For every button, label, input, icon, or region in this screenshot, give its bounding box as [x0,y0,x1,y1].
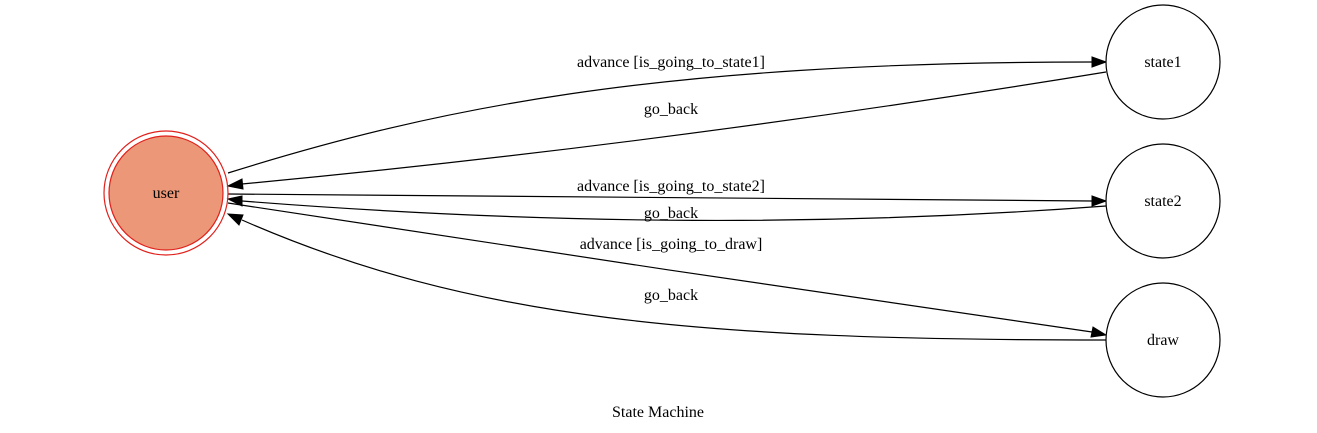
node-user: user [103,130,229,256]
node-state2-circle [1105,143,1221,259]
edge-label-state2-to-user: go_back [644,205,698,222]
edge-user-to-state2 [227,193,1093,202]
edges [226,56,1108,341]
node-draw-circle [1105,282,1221,398]
edge-label-state1-to-user: go_back [644,101,698,118]
node-state1: state1 [1105,4,1221,120]
node-state1-circle [1105,4,1221,120]
edge-draw-to-user-arrowhead [226,213,244,226]
node-draw: draw [1105,282,1221,398]
node-user-outer-ring [103,130,229,256]
diagram-caption: State Machine [612,404,704,421]
edge-state1-to-user [241,71,1107,185]
edge-labels: advance [is_going_to_state1] go_back adv… [577,54,765,304]
edge-label-user-to-state2: advance [is_going_to_state2] [577,178,765,195]
edge-user-to-draw-arrowhead [1090,326,1108,338]
edge-state2-to-user-arrowhead [226,195,243,207]
edge-draw-to-user [241,219,1107,341]
edge-user-to-state1-arrowhead [1091,56,1108,68]
node-state1-label: state1 [1144,54,1181,71]
node-state2-label: state2 [1144,193,1181,210]
edge-state1-to-user-arrowhead [226,178,244,190]
edge-label-draw-to-user: go_back [644,287,698,304]
edge-user-to-draw [227,202,1093,333]
edge-user-to-state1 [227,61,1093,174]
edge-state2-to-user [241,200,1107,222]
node-state2: state2 [1105,143,1221,259]
node-user-circle [108,135,224,251]
edge-label-user-to-draw: advance [is_going_to_draw] [580,236,763,253]
node-draw-label: draw [1147,332,1179,349]
edge-label-user-to-state1: advance [is_going_to_state1] [577,54,765,71]
edge-user-to-state2-arrowhead [1091,195,1108,207]
node-user-label: user [153,185,180,202]
